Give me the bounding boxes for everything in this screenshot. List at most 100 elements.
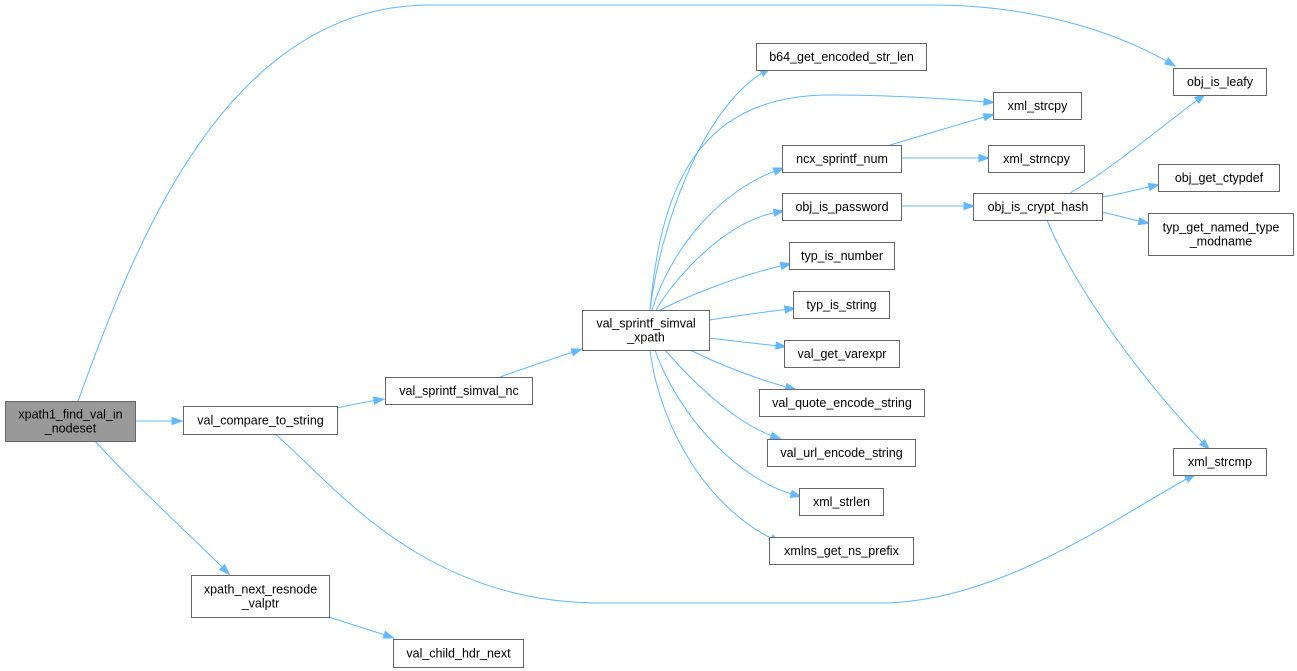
node-obj-is-password[interactable]: obj_is_password: [782, 193, 902, 221]
edge-arrowhead: [1198, 438, 1211, 451]
edge-arrowhead: [978, 153, 991, 163]
node-label: xml_strncpy: [1003, 152, 1070, 166]
node-label: ncx_sprintf_num: [796, 152, 888, 166]
node-box[interactable]: [769, 537, 914, 565]
node-val-sprintf-simval-xpath[interactable]: val_sprintf_simval_xpath: [582, 310, 710, 351]
node-box[interactable]: [582, 310, 710, 351]
node-box[interactable]: [793, 291, 890, 319]
node-label: val_sprintf_simval_nc: [399, 384, 519, 398]
edge-arrowhead: [789, 489, 803, 498]
node-label: typ_is_string: [806, 298, 876, 312]
node-val-get-varexpr[interactable]: val_get_varexpr: [784, 340, 900, 368]
edge-arrowhead: [171, 416, 184, 426]
node-xmlns-get-ns-prefix[interactable]: xmlns_get_ns_prefix: [769, 537, 914, 565]
edge-arrowhead: [784, 305, 797, 314]
node-label: obj_is_password: [795, 200, 888, 214]
edge-ncx-sprintf-num-to-xml-strncpy: [901, 153, 991, 163]
edge-xpath1-find-val-in-nodeset-to-obj-is-leafy: [77, 4, 1177, 402]
node-label: _valptr: [241, 597, 280, 611]
edge-line: [77, 4, 1171, 402]
node-label: val_compare_to_string: [197, 414, 324, 428]
node-box[interactable]: [5, 401, 136, 442]
edge-line: [649, 349, 776, 541]
edge-line: [328, 616, 389, 637]
node-box[interactable]: [385, 377, 533, 405]
node-val-quote-encode-string[interactable]: val_quote_encode_string: [759, 389, 925, 417]
node-box[interactable]: [988, 145, 1085, 173]
node-box[interactable]: [784, 340, 900, 368]
edge-arrowhead: [570, 348, 584, 357]
edge-arrowhead: [982, 113, 996, 122]
node-label: _modname: [1189, 235, 1253, 249]
edge-ncx-sprintf-num-to-xml-strcpy: [889, 113, 996, 146]
node-box[interactable]: [993, 92, 1082, 120]
node-obj-is-crypt-hash[interactable]: obj_is_crypt_hash: [973, 193, 1103, 221]
node-box[interactable]: [756, 43, 927, 71]
node-label: xpath_next_resnode: [204, 583, 317, 597]
node-val-sprintf-simval-nc[interactable]: val_sprintf_simval_nc: [385, 377, 533, 405]
node-box[interactable]: [1148, 213, 1294, 256]
edge-arrowhead: [779, 261, 793, 271]
node-box[interactable]: [191, 575, 330, 618]
edge-line: [1046, 219, 1206, 446]
node-label: typ_is_number: [801, 249, 883, 263]
edge-val-sprintf-simval-xpath-to-ncx-sprintf-num: [651, 167, 786, 311]
node-ncx-sprintf-num[interactable]: ncx_sprintf_num: [782, 145, 902, 173]
edge-val-sprintf-simval-xpath-to-val-get-varexpr: [708, 337, 788, 350]
node-xpath-next-resnode-valptr[interactable]: xpath_next_resnode_valptr: [191, 575, 330, 618]
node-b64-get-encoded-str-len[interactable]: b64_get_encoded_str_len: [756, 43, 927, 71]
nodes-layer: xpath1_find_val_in_nodeset val_compare_to…: [5, 43, 1294, 668]
node-label: typ_get_named_type: [1163, 221, 1280, 235]
edge-arrowhead: [772, 208, 786, 217]
node-xml-strcmp[interactable]: xml_strcmp: [1173, 448, 1267, 476]
node-box[interactable]: [973, 193, 1103, 221]
node-typ-is-number[interactable]: typ_is_number: [789, 242, 895, 270]
node-box[interactable]: [183, 406, 338, 435]
edge-line: [708, 308, 790, 321]
node-label: b64_get_encoded_str_len: [769, 50, 914, 64]
node-obj-get-ctypdef[interactable]: obj_get_ctypdef: [1158, 164, 1280, 192]
node-box[interactable]: [1173, 68, 1267, 96]
edge-line: [659, 264, 786, 311]
node-box[interactable]: [767, 439, 916, 467]
node-val-url-encode-string[interactable]: val_url_encode_string: [767, 439, 916, 467]
node-val-child-hdr-next[interactable]: val_child_hdr_next: [393, 639, 524, 668]
node-box[interactable]: [759, 389, 925, 417]
edge-line: [94, 440, 226, 571]
node-box[interactable]: [782, 145, 902, 173]
node-box[interactable]: [782, 193, 902, 221]
node-val-compare-to-string[interactable]: val_compare_to_string: [183, 406, 338, 435]
edge-val-compare-to-string-to-val-sprintf-simval-nc: [336, 396, 386, 409]
node-xpath1-find-val-in-nodeset[interactable]: xpath1_find_val_in_nodeset: [5, 401, 136, 442]
edge-line: [649, 94, 989, 311]
edge-line: [651, 169, 779, 311]
node-obj-is-leafy[interactable]: obj_is_leafy: [1173, 68, 1267, 96]
edge-val-sprintf-simval-xpath-to-val-url-encode-string: [664, 349, 783, 440]
edge-line: [336, 399, 379, 409]
node-xml-strncpy[interactable]: xml_strncpy: [988, 145, 1085, 173]
node-xml-strlen[interactable]: xml_strlen: [799, 488, 884, 516]
node-xml-strcpy[interactable]: xml_strcpy: [993, 92, 1082, 120]
edge-arrowhead: [963, 201, 976, 211]
edge-arrowhead: [218, 563, 231, 576]
node-typ-get-named-type-modname[interactable]: typ_get_named_type_modname: [1148, 213, 1294, 256]
edge-obj-is-crypt-hash-to-obj-get-ctypdef: [1101, 182, 1161, 198]
edge-obj-is-crypt-hash-to-typ-get-named-type-modname: [1101, 211, 1151, 226]
edge-line: [1069, 97, 1201, 194]
edge-xpath1-find-val-in-nodeset-to-xpath-next-resnode-valptr: [94, 440, 231, 576]
edge-arrowhead: [1164, 57, 1177, 67]
node-box[interactable]: [1158, 164, 1280, 192]
node-label: xml_strcmp: [1188, 455, 1252, 469]
edge-val-sprintf-simval-xpath-to-val-quote-encode-string: [689, 349, 798, 391]
node-box[interactable]: [799, 488, 884, 516]
node-box[interactable]: [393, 639, 524, 668]
edge-arrowhead: [372, 396, 386, 405]
node-box[interactable]: [1173, 448, 1267, 476]
edge-val-sprintf-simval-nc-to-val-sprintf-simval-xpath: [499, 348, 584, 378]
edge-xpath1-find-val-in-nodeset-to-val-compare-to-string: [135, 416, 184, 426]
edge-line: [1101, 211, 1144, 223]
node-label: val_sprintf_simval: [596, 317, 695, 331]
node-box[interactable]: [789, 242, 895, 270]
node-typ-is-string[interactable]: typ_is_string: [793, 291, 890, 319]
